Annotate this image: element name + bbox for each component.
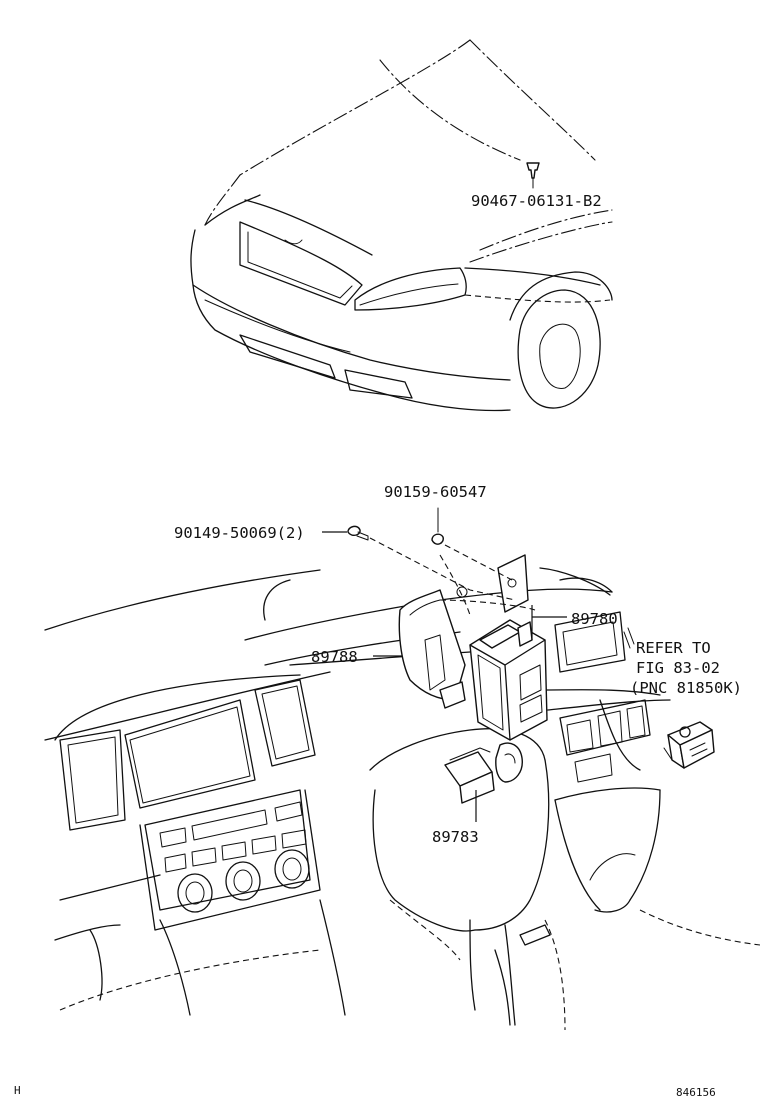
clip-60547-part [431, 507, 444, 545]
leader-lines [322, 531, 635, 822]
hood-clip-part [526, 162, 540, 189]
refer-note-line3: (PNC 81850K) [630, 679, 742, 697]
callout-part-89783: 89783 [432, 828, 479, 846]
refer-note-line1: REFER TO [636, 639, 711, 657]
refer-note-line2: FIG 83-02 [636, 659, 720, 677]
part-89780-module [469, 554, 548, 741]
dashboard-illustration [44, 567, 760, 1031]
assembly-lines [369, 537, 536, 616]
callout-clip-60547: 90159-60547 [384, 483, 487, 501]
callout-screw-50069: 90149-50069(2) [174, 524, 305, 542]
callout-hood-clip: 90467-06131-B2 [471, 192, 602, 210]
part-89783-sensor [444, 742, 523, 804]
footer-left-code: H [14, 1084, 21, 1097]
callout-part-89780: 89780 [571, 610, 618, 628]
screw-50069-part [347, 525, 369, 541]
footer-right-code: 846156 [676, 1086, 716, 1099]
callout-part-89788: 89788 [311, 648, 358, 666]
part-89788-bracket [398, 586, 468, 709]
referenced-switch-part [663, 721, 715, 769]
car-front-illustration [190, 39, 613, 412]
